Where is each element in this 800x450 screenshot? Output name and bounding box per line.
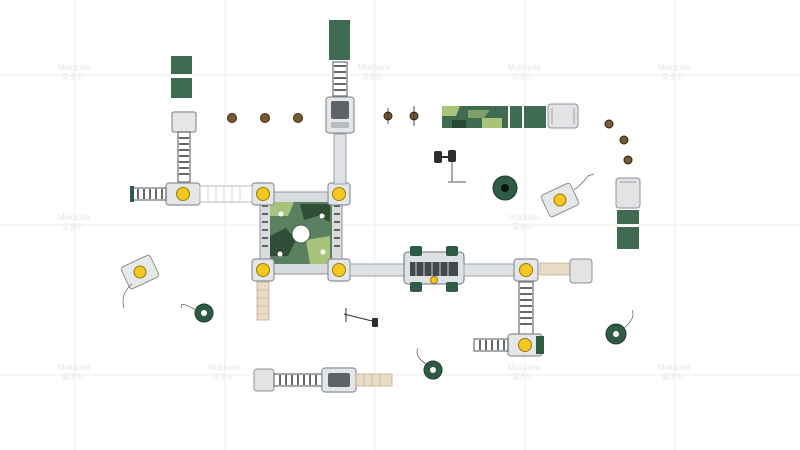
watermark-sub: 莫多乐 (362, 72, 383, 81)
stepping-stone-icon (604, 119, 633, 165)
tower-post-icon (327, 182, 351, 206)
green-panel (329, 20, 350, 60)
watermark-brand: Molduola (508, 213, 541, 222)
tower-post-icon (251, 182, 275, 206)
climbing-ladder-icon (332, 61, 348, 97)
northwest-ladder-group (130, 56, 253, 206)
watermark-brand: Molduola (208, 363, 241, 372)
climbing-ladder-icon (473, 338, 509, 352)
watermark-brand: Molduola (58, 363, 91, 372)
watermark-brand: Molduola (508, 363, 541, 372)
slide-tube (539, 258, 593, 284)
watermark-brand: Molduola (58, 63, 91, 72)
info-panel-icon (540, 173, 595, 218)
tire-swing-icon (605, 309, 634, 345)
north-bridge (325, 20, 355, 185)
tire-swing-icon (492, 175, 518, 201)
deck-hole (291, 224, 311, 244)
hanging-rings (383, 106, 419, 126)
watermark-sub: 莫多乐 (512, 222, 533, 231)
dumbbell-icon (434, 150, 466, 183)
watermark-brand: Molduola (358, 63, 391, 72)
east-barrel-group (615, 177, 641, 249)
watermark-sub: 莫多乐 (62, 72, 83, 81)
watermark-sub: 莫多乐 (62, 222, 83, 231)
tire-swing-icon (416, 347, 443, 380)
tower-post-icon (513, 258, 539, 282)
watermark-brand: Molduola (658, 363, 691, 372)
watermark-sub: 莫多乐 (662, 72, 683, 81)
green-panel (171, 56, 192, 74)
watermark-brand: Molduola (658, 63, 691, 72)
tower-post-icon (507, 333, 543, 357)
tower-post-icon (251, 258, 275, 282)
stepping-stone-icon (227, 113, 303, 123)
watermark-sub: 莫多乐 (662, 372, 683, 381)
balance-beam (343, 308, 378, 327)
watermark-sub: 莫多乐 (62, 372, 83, 381)
tower-side-ladder (262, 205, 340, 247)
watermark-brand: Molduola (508, 63, 541, 72)
south-ladder-bridge (253, 367, 393, 393)
green-panel (536, 336, 544, 354)
info-panel-icon (120, 254, 160, 309)
slide-tube (256, 281, 270, 321)
tire-swing-icon (180, 303, 214, 323)
watermark-sub: 莫多乐 (212, 372, 233, 381)
watermark-sub: 莫多乐 (512, 72, 533, 81)
tower-post-icon (327, 258, 351, 282)
camouflage-panel-icon (442, 103, 579, 129)
watermark-labels: Molduola 莫多乐 Molduola 莫多乐 Molduola 莫多乐 M… (58, 63, 691, 381)
climbing-ladder-icon (518, 281, 534, 335)
watermark-sub: 莫多乐 (512, 372, 533, 381)
watermark-brand: Molduola (58, 213, 91, 222)
green-panel (171, 78, 192, 98)
east-bridge (349, 246, 515, 292)
